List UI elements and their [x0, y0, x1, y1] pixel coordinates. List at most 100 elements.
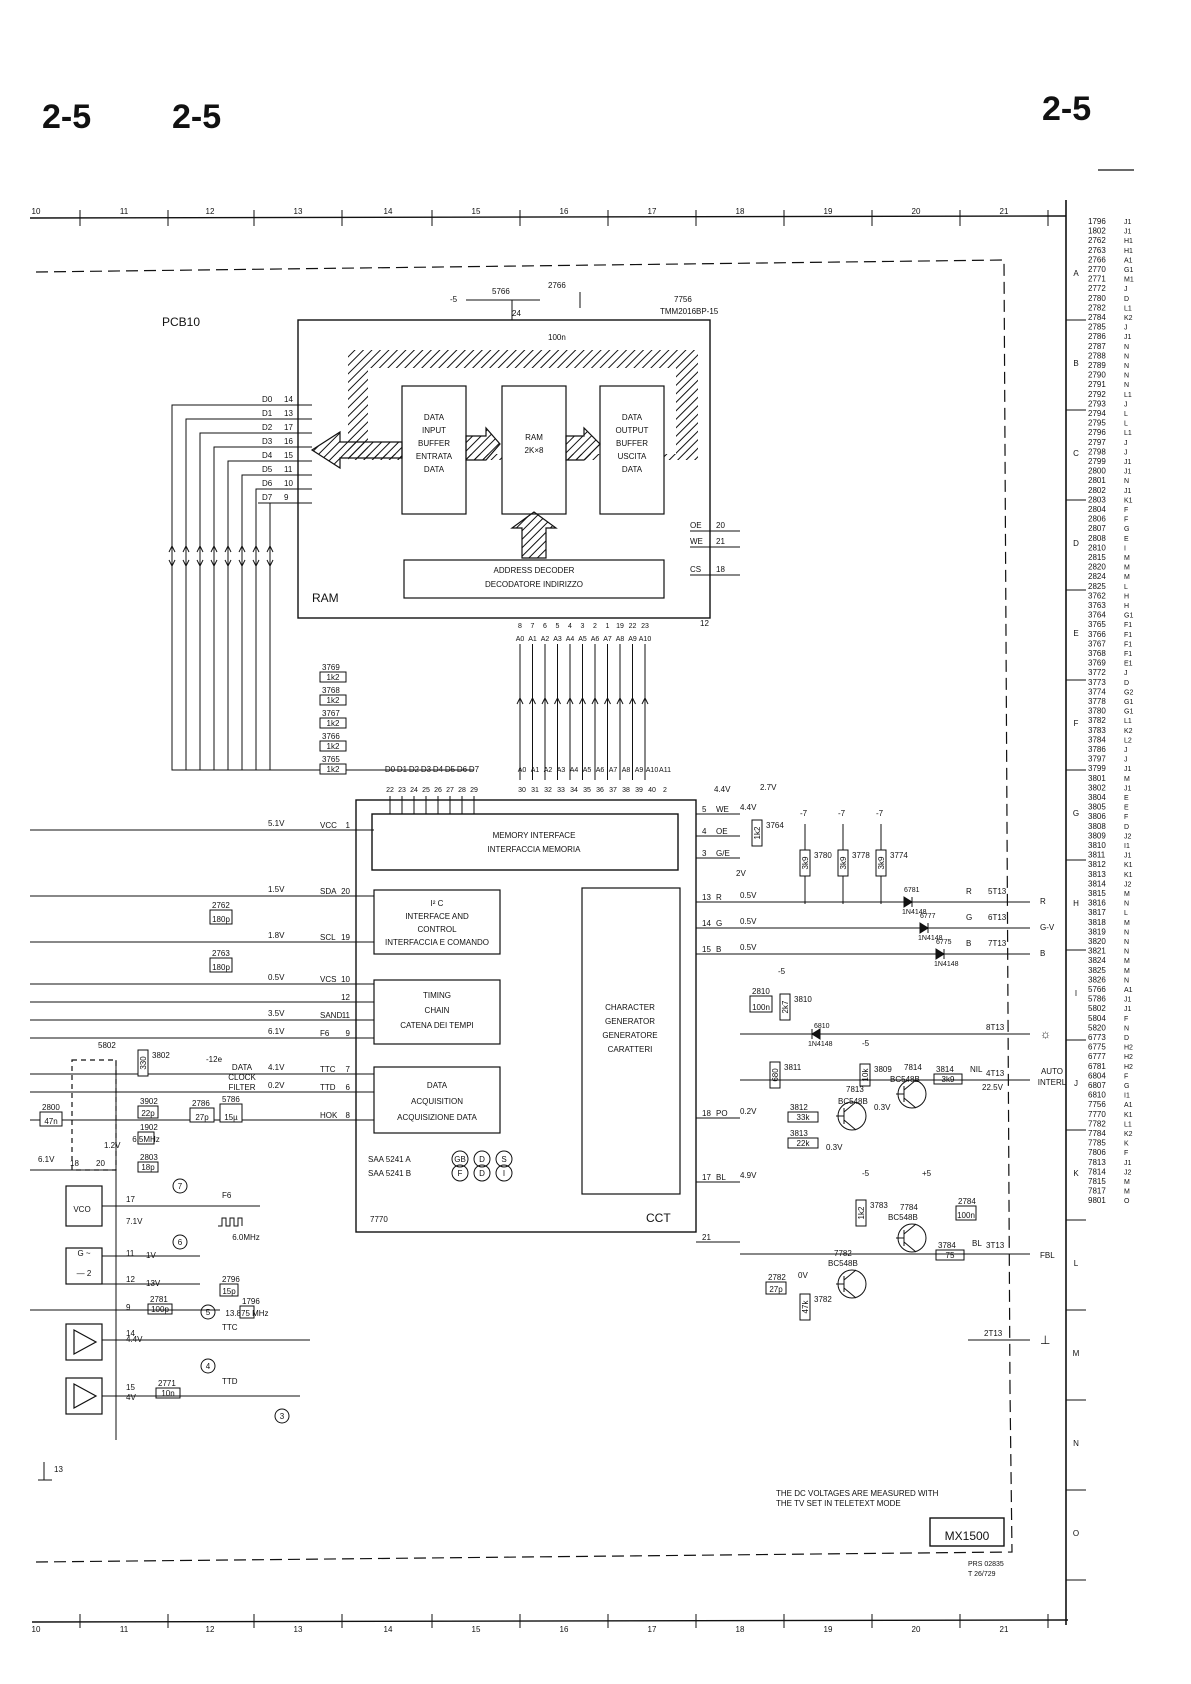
parts-list-ref-2796: 2796	[1088, 428, 1106, 437]
parts-list-ref-7815: 7815	[1088, 1177, 1106, 1186]
parts-list-ref-2804: 2804	[1088, 505, 1106, 514]
parts-list-loc-3819: N	[1124, 929, 1129, 936]
parts-list-ref-3767: 3767	[1088, 639, 1106, 648]
label-nil: NIL	[970, 1065, 983, 1074]
cct-left-pin-6: 6	[346, 1083, 351, 1092]
parts-list-loc-7815: M	[1124, 1179, 1130, 1186]
cct-pin-31: 31	[531, 787, 539, 794]
cct-right-pin-18: 18	[702, 1109, 711, 1118]
parts-list-loc-7785: K	[1124, 1141, 1129, 1148]
parts-list-ref-2797: 2797	[1088, 438, 1106, 447]
memory-interface-0: MEMORY INTERFACE	[493, 831, 576, 840]
parts-list-ref-2787: 2787	[1088, 342, 1106, 351]
cct-left-pin-12: 12	[341, 993, 350, 1002]
parts-list-loc-3808: D	[1124, 824, 1129, 831]
cap-2784	[955, 1205, 977, 1221]
generator-label: G ~	[77, 1249, 90, 1258]
parts-list-ref-2788: 2788	[1088, 351, 1106, 360]
parts-list-loc-2807: G	[1124, 526, 1129, 533]
grid-col-bottom-13: 13	[294, 1625, 303, 1634]
parts-list-ref-3784: 3784	[1088, 735, 1106, 744]
parts-list-loc-3815: M	[1124, 891, 1130, 898]
resistor-3814-ref: 3814	[936, 1065, 954, 1074]
parts-list-loc-2797: J	[1124, 440, 1128, 447]
parts-list-ref-9801: 9801	[1088, 1196, 1106, 1205]
parts-list-loc-1802: J1	[1124, 229, 1132, 236]
ram-addr-pin-3: 3	[581, 623, 585, 630]
cct-left-SCL-19: SCL	[320, 933, 336, 942]
parts-list-ref-5804: 5804	[1088, 1014, 1106, 1023]
character-generator-1: GENERATOR	[605, 1017, 655, 1026]
ram-addr-A3: A3	[553, 636, 562, 643]
resistor-3783-ref: 3783	[870, 1201, 888, 1210]
diode-ref-6810: 6810	[814, 1023, 830, 1030]
board-label: PCB10	[162, 315, 200, 329]
resistor-3809-value: 10k	[861, 1068, 870, 1082]
ram-data-pin-17: 17	[284, 423, 293, 432]
cct-left-volt-20: 1.5V	[268, 885, 285, 894]
parts-list-loc-2786: J1	[1124, 334, 1132, 341]
memory-interface-1: INTERFACCIA MEMORIA	[488, 845, 582, 854]
cct-left-volt-6: 0.2V	[268, 1081, 285, 1090]
cap-2786	[189, 1107, 215, 1123]
ram-addr-A0: A0	[516, 636, 525, 643]
cct-left-VCC-1: VCC	[320, 821, 337, 830]
parts-list-loc-3813: K1	[1124, 872, 1133, 879]
resistor-3802-value: 330	[139, 1056, 148, 1070]
parts-list-ref-2800: 2800	[1088, 467, 1106, 476]
parts-list-loc-9801: O	[1124, 1198, 1130, 1205]
parts-list-loc-3797: J	[1124, 757, 1128, 764]
ram-label: RAM	[312, 591, 339, 605]
crystal-1796-ref: 1796	[242, 1297, 260, 1306]
lang-b-F	[451, 1164, 469, 1182]
cap-2810-ref: 2810	[752, 987, 770, 996]
cct-left-pin-9: 9	[346, 1029, 351, 1038]
cct-right-pin-17: 17	[702, 1173, 711, 1182]
data-input-buffer-2: BUFFER	[418, 439, 450, 448]
parts-list-loc-7770: K1	[1124, 1112, 1133, 1119]
parts-list-ref-2798: 2798	[1088, 447, 1106, 456]
supply-3774: -7	[876, 809, 884, 818]
parts-list-loc-7782: L1	[1124, 1121, 1132, 1128]
connector-3T13: 3T13	[986, 1241, 1005, 1250]
parts-list-ref-3806: 3806	[1088, 812, 1106, 821]
grid-col-bottom-12: 12	[206, 1625, 215, 1634]
parts-list-ref-3810: 3810	[1088, 841, 1106, 850]
grid-row-M: M	[1073, 1349, 1080, 1358]
parts-list-ref-2762: 2762	[1088, 236, 1106, 245]
ram-data-D4: D4	[262, 451, 273, 460]
ram-data-pin-13: 13	[284, 409, 293, 418]
parts-list-loc-2772: J	[1124, 286, 1128, 293]
resistor-3811-value: 680	[771, 1068, 780, 1082]
parts-list-ref-3813: 3813	[1088, 870, 1106, 879]
crystal-1796	[239, 1305, 255, 1319]
parts-list-loc-2804: F	[1124, 507, 1128, 514]
data-output-buffer-2: BUFFER	[616, 439, 648, 448]
cap-3902	[137, 1105, 159, 1119]
parts-list-loc-6775: H2	[1124, 1045, 1133, 1052]
parts-list-loc-5804: F	[1124, 1016, 1128, 1023]
grid-row-D: D	[1073, 539, 1079, 548]
parts-list-ref-3765: 3765	[1088, 620, 1106, 629]
resistor-3778-ref: 3778	[852, 851, 870, 860]
parts-list-loc-1796: J1	[1124, 219, 1132, 226]
parts-list-loc-3826: N	[1124, 977, 1129, 984]
parts-list-loc-2825: L	[1124, 584, 1128, 591]
test-point-4-label: 4	[206, 1362, 211, 1371]
parts-list-loc-7756: A1	[1124, 1102, 1133, 1109]
cap-2800-value: 47n	[44, 1117, 57, 1126]
ram-data-D5: D5	[262, 465, 273, 474]
resistor-3765	[319, 763, 347, 775]
cct-left-pin-8: 8	[346, 1111, 351, 1120]
cct-pin-39: 39	[635, 787, 643, 794]
resistor-3782-ref: 3782	[814, 1295, 832, 1304]
coil-5802: 5802	[98, 1041, 116, 1050]
cap-2800-ref: 2800	[42, 1103, 60, 1112]
parts-list-loc-3814: J2	[1124, 881, 1132, 888]
clock-6mhz: 6.0MHz	[232, 1233, 260, 1242]
grid-col-bottom-20: 20	[912, 1625, 921, 1634]
grid-col-top-11: 11	[120, 207, 129, 216]
ram-ctrl-WE: WE	[690, 537, 703, 546]
parts-list-ref-3825: 3825	[1088, 966, 1106, 975]
grid-col-bottom-18: 18	[736, 1625, 745, 1634]
